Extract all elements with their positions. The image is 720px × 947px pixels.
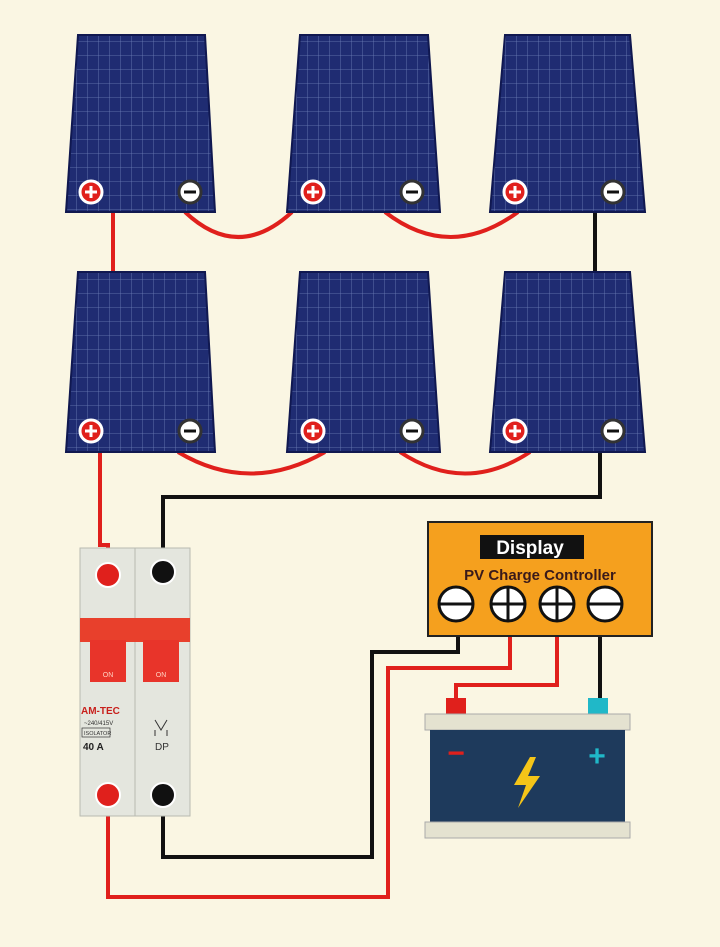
breaker-input-negative-terminal <box>150 559 176 585</box>
switch-symbol-icon <box>154 719 168 736</box>
plus-terminal-icon <box>502 179 528 205</box>
breaker-positive-out <box>106 615 512 899</box>
solar-panel-6 <box>488 271 647 453</box>
minus-terminal-icon <box>600 418 626 444</box>
breaker-on-label-right: ON <box>156 672 167 679</box>
battery-negative-symbol: − <box>447 737 465 770</box>
breaker-poles: DP <box>155 742 169 753</box>
breaker-output-positive-terminal <box>95 782 121 808</box>
minus-terminal-icon <box>177 418 203 444</box>
plus-terminal-icon <box>78 179 104 205</box>
controller-battery-positive-terminal-icon <box>538 585 576 623</box>
panel-terminals <box>78 179 626 444</box>
controller-pv-positive-terminal-icon <box>489 585 527 623</box>
minus-terminal-icon <box>600 179 626 205</box>
solar-panels <box>64 34 647 453</box>
breaker-rating: 40 A <box>83 742 104 753</box>
breaker-negative-out <box>161 605 460 859</box>
plus-terminal-icon <box>78 418 104 444</box>
breaker-on-label-left: ON <box>103 672 114 679</box>
array-negative-wire <box>161 452 602 572</box>
solar-panel-1 <box>64 34 217 213</box>
battery-positive-wire <box>454 615 559 702</box>
battery-positive-post <box>588 698 608 716</box>
plus-terminal-icon <box>502 418 528 444</box>
series-wire-2 <box>183 210 294 239</box>
solar-panel-4 <box>64 271 217 453</box>
breaker-type-label: ISOLATOR <box>84 731 111 737</box>
breaker-output-negative-terminal <box>150 782 176 808</box>
controller-pv-negative-terminal-icon <box>437 585 475 623</box>
minus-terminal-icon <box>399 418 425 444</box>
series-wire-6 <box>398 450 532 476</box>
series-wire-5 <box>176 450 326 476</box>
series-wire-3 <box>383 210 520 239</box>
minus-terminal-icon <box>177 179 203 205</box>
lightning-bolt-icon <box>514 757 540 808</box>
breaker-voltage: ~240/415V <box>84 721 113 727</box>
breaker-brand: AM-TEC <box>81 706 120 717</box>
battery-positive-symbol: + <box>588 740 606 773</box>
minus-terminal-icon <box>399 179 425 205</box>
solar-panel-2 <box>285 34 442 213</box>
controller-battery-negative-terminal-icon <box>586 585 624 623</box>
battery-negative-post <box>446 698 466 716</box>
dp-isolator-breaker: ON ON AM-TEC ~240/415V ISOLATOR 40 A DP <box>79 547 191 817</box>
plus-terminal-icon <box>300 179 326 205</box>
plus-terminal-icon <box>300 418 326 444</box>
display-screen <box>480 535 584 559</box>
pv-charge-controller: Display PV Charge Controller <box>427 521 653 637</box>
battery: − + <box>424 698 631 839</box>
solar-panel-5 <box>285 271 442 453</box>
solar-panel-3 <box>488 34 647 213</box>
display-label: Display <box>496 538 564 559</box>
breaker-input-positive-terminal <box>95 562 121 588</box>
controller-title: PV Charge Controller <box>464 567 616 584</box>
